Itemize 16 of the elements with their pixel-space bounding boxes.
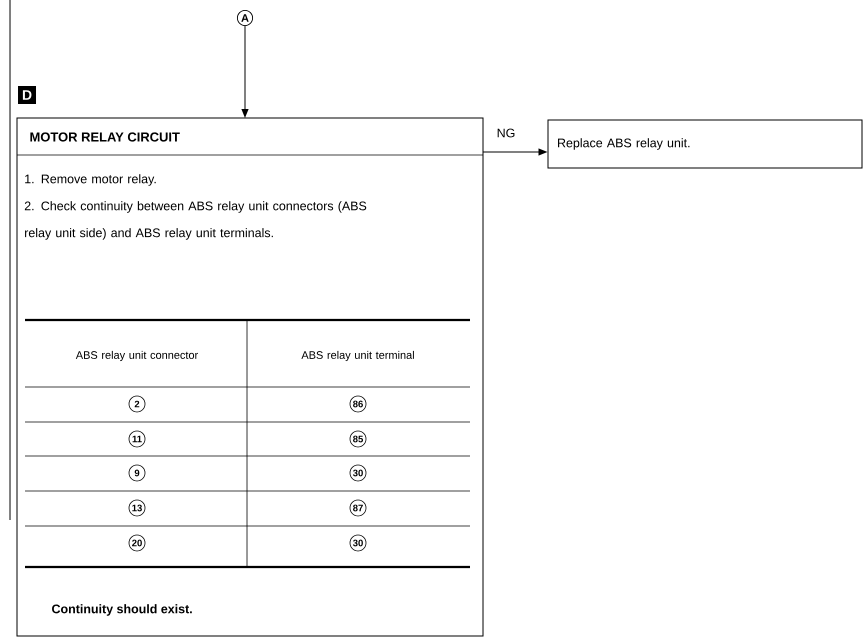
column-header: ABS relay unit terminal [301, 350, 414, 362]
edge-label: NG [498, 128, 514, 138]
circled-number: 87 [350, 500, 366, 516]
section-letter: D [18, 86, 36, 104]
circled-number: 85 [350, 430, 366, 448]
circled-number: 13 [128, 500, 146, 516]
circled-number: 11 [128, 430, 146, 448]
circled-number: 9 [128, 464, 146, 482]
circled-number: 2 [128, 396, 146, 412]
circled-number: 86 [350, 396, 366, 412]
circled-number: 30 [350, 464, 366, 482]
circled-number: 20 [128, 534, 146, 552]
action-box: Replace ABS relay unit. [548, 120, 862, 168]
circled-number: 30 [350, 534, 366, 552]
circled-letter: A [236, 10, 254, 26]
column-header: ABS relay unit connector [76, 350, 198, 362]
